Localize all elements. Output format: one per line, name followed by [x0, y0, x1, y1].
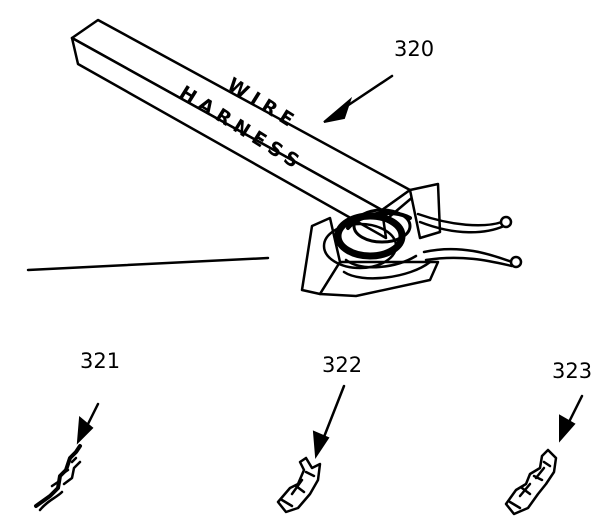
harness-wires: [416, 212, 523, 269]
arrow-323: [559, 394, 584, 443]
box-flap: [408, 182, 442, 240]
terminal-321-icon: [34, 444, 82, 512]
label-320: 320: [394, 37, 434, 61]
arrow-321: [76, 402, 100, 445]
label-321: 321: [80, 349, 120, 373]
arrow-320: [323, 74, 394, 123]
terminal-322-icon: [276, 456, 322, 514]
arrow-322: [312, 384, 346, 459]
label-322: 322: [322, 353, 362, 377]
leader-line: [26, 256, 270, 272]
coiled-wires: [322, 208, 432, 280]
terminal-323-icon: [504, 448, 558, 516]
wire-harness-box: WIRE HARNESS: [70, 18, 523, 298]
label-323: 323: [552, 359, 592, 383]
